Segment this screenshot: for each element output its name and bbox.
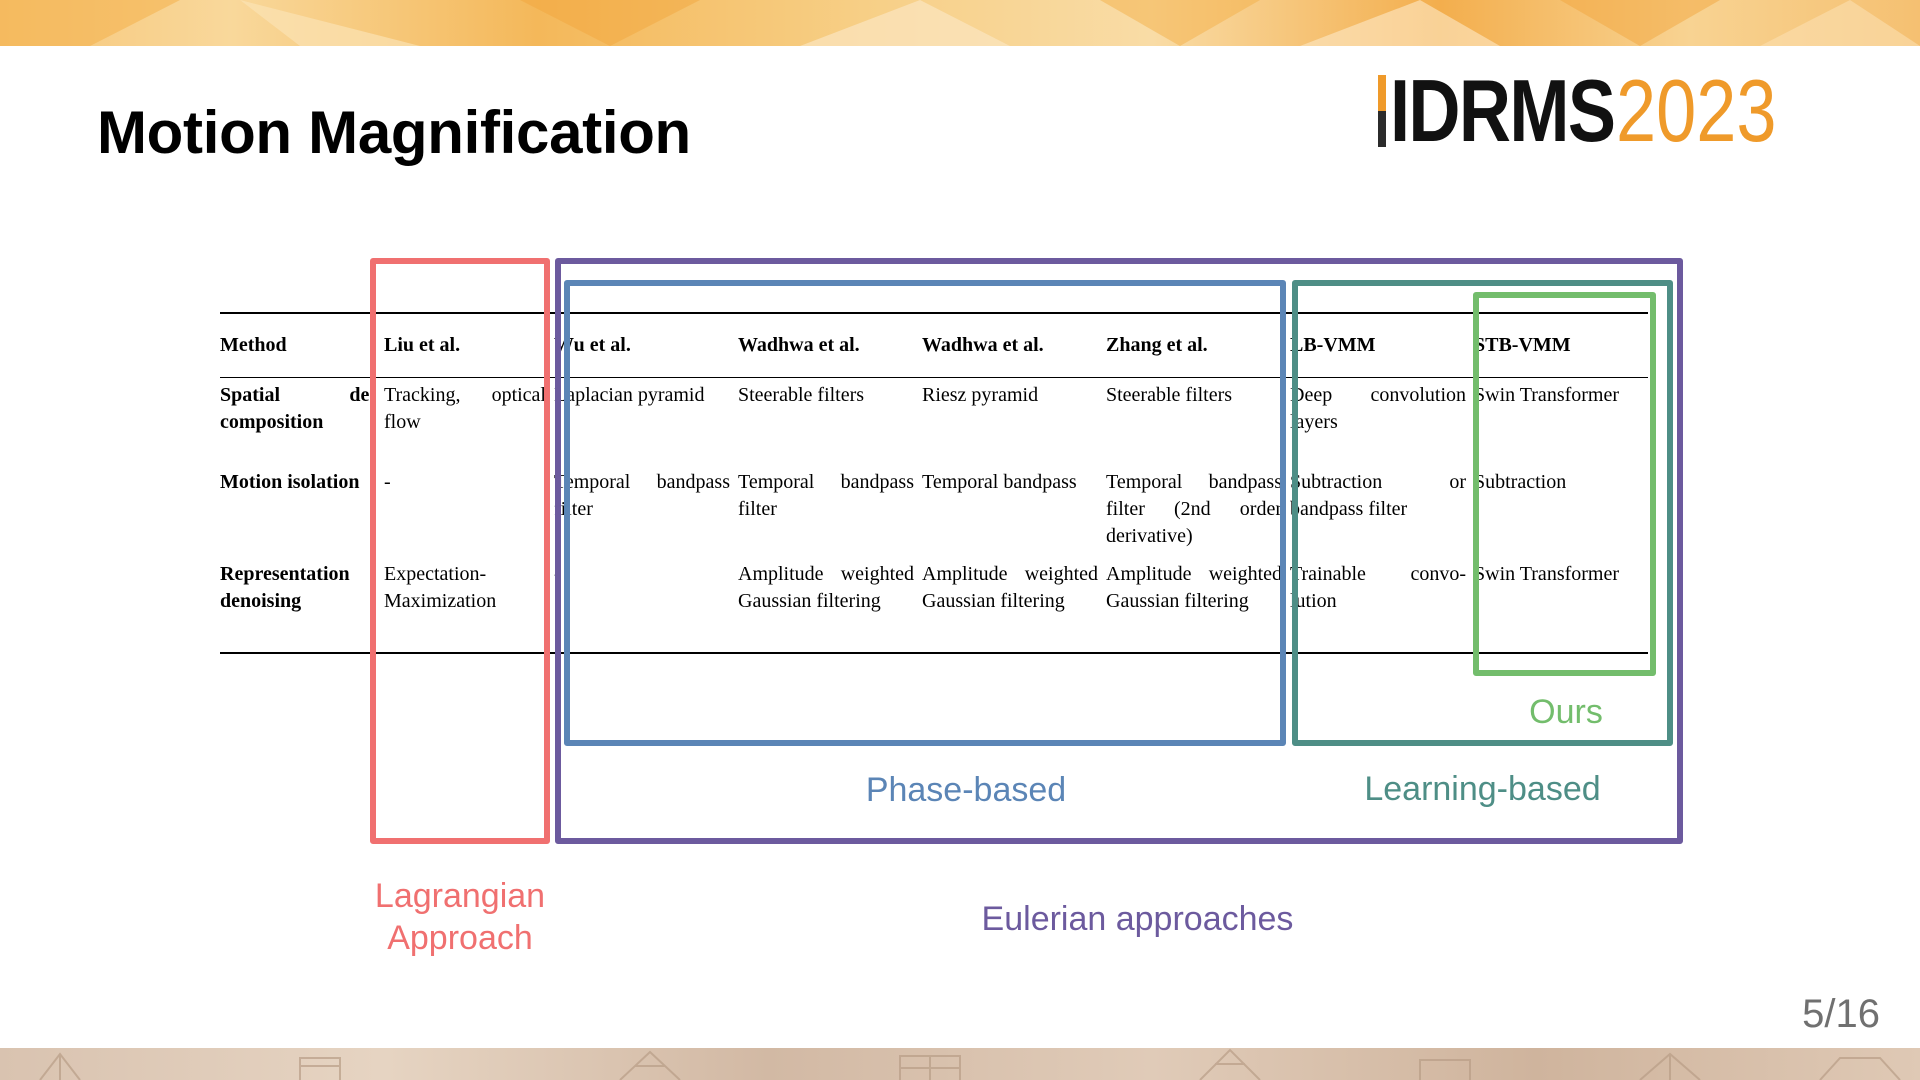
table-cell: Amplitude weighted Gaus­sian filtering	[922, 563, 1098, 612]
table-cell: Deep convolution layers	[1290, 383, 1466, 433]
table-cell: Amplitude weighted Gaus­sian filtering	[738, 563, 914, 612]
table-cell: Riesz pyramid	[922, 383, 1039, 406]
table-cell: Trainable convo­lution	[1290, 563, 1466, 612]
table-row: Motion isola­tion - Temporal band­pass f…	[220, 469, 1648, 561]
table-row: Representation denoising Expectation-Max…	[220, 561, 1648, 653]
table-cell: Temporal band­pass	[922, 471, 1077, 493]
table-cell: Swin Trans­former	[1474, 563, 1620, 585]
idrms-logo: IDRMS 2023	[1378, 66, 1812, 156]
row-label: Motion isola­tion	[220, 471, 360, 493]
logo-year: 2023	[1616, 61, 1777, 160]
eulerian-label: Eulerian approaches	[981, 900, 1294, 938]
phase-based-label: Phase-based	[865, 771, 1067, 809]
table-cell: Steerable filters	[1106, 383, 1233, 406]
table-cell: Swin Trans­former	[1474, 383, 1620, 406]
row-label: Spatial de­composition	[220, 383, 376, 433]
header-cell: Zhang et al.	[1106, 313, 1290, 378]
table-header-row: Method Liu et al. Wu et al. Wadhwa et al…	[220, 313, 1648, 378]
table-cell: Subtraction or bandpass filter	[1290, 471, 1466, 520]
table-cell: -	[554, 563, 561, 585]
table-cell: Temporal band­pass filter	[554, 471, 730, 520]
header-cell: Method	[220, 313, 384, 378]
method-comparison-table: Method Liu et al. Wu et al. Wadhwa et al…	[220, 312, 1648, 654]
top-decorative-banner	[0, 0, 1920, 46]
page-number: 5/16	[1802, 992, 1880, 1036]
header-cell: Liu et al.	[384, 313, 554, 378]
ours-label: Ours	[1529, 693, 1603, 731]
header-cell: Wadhwa et al.	[922, 313, 1106, 378]
table-cell: Tracking, optical flow	[384, 383, 546, 433]
header-cell: STB-VMM	[1474, 313, 1648, 378]
table-cell: Amplitude weighted Gaus­sian filtering	[1106, 563, 1282, 612]
learning-based-label: Learning-based	[1364, 770, 1601, 808]
header-cell: Wu et al.	[554, 313, 738, 378]
table-cell: -	[384, 471, 391, 493]
logo-text: IDRMS	[1390, 61, 1616, 160]
table-cell: Subtraction	[1474, 471, 1567, 493]
table-cell: Steerable filters	[738, 383, 865, 406]
table-cell: Expectation-Maximization	[384, 563, 497, 612]
bottom-decorative-banner	[0, 1048, 1920, 1080]
slide-title: Motion Magnification	[97, 99, 691, 166]
row-label: Representation denoising	[220, 563, 350, 612]
logo-mark	[1378, 75, 1386, 147]
table-cell: Temporal band­pass filter	[738, 471, 914, 520]
table-cell: Laplacian pyra­mid	[554, 383, 705, 406]
header-cell: Wadhwa et al.	[738, 313, 922, 378]
table-cell: Temporal band­pass filter (2nd order der…	[1106, 471, 1282, 547]
lagrangian-label: Lagrangian Approach	[374, 877, 546, 957]
header-cell: LB-VMM	[1290, 313, 1474, 378]
table-row: Spatial de­composition Tracking, optical…	[220, 377, 1648, 469]
